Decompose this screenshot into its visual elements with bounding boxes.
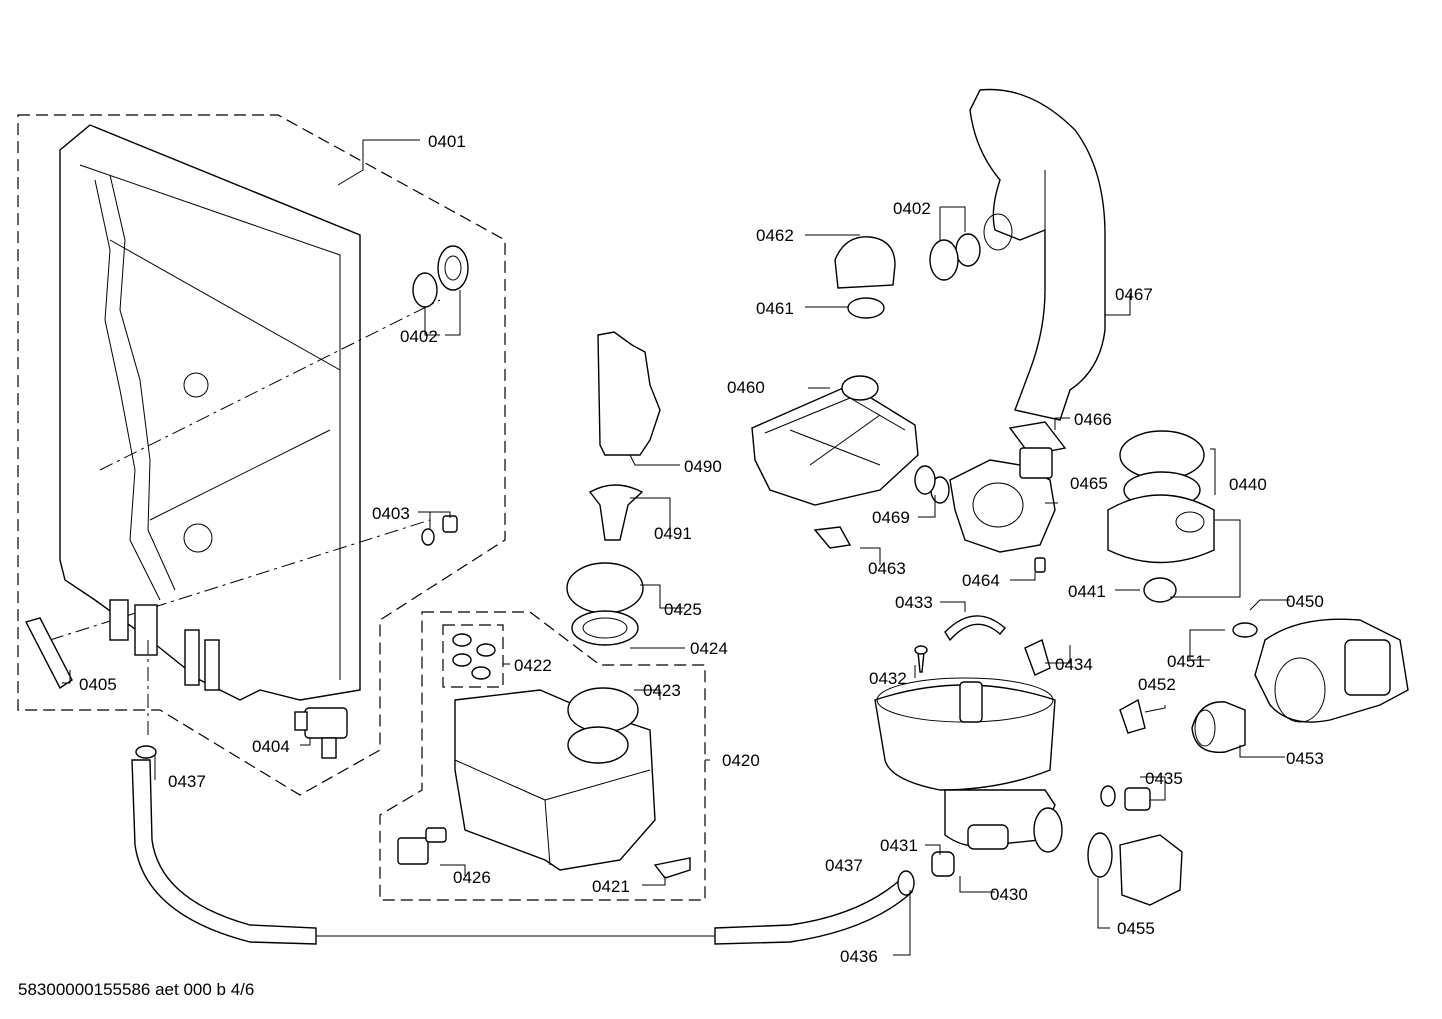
leader-lines — [62, 139, 1290, 956]
ring-nut-icon — [571, 610, 639, 646]
door-panel-group — [17, 114, 506, 945]
salt-container-icon — [751, 384, 919, 506]
label-0432: 0432 — [869, 669, 907, 688]
label-0424: 0424 — [690, 639, 728, 658]
label-0455: 0455 — [1117, 919, 1155, 938]
label-0436: 0436 — [840, 947, 878, 966]
label-0405: 0405 — [79, 675, 117, 694]
label-0451: 0451 — [1167, 652, 1205, 671]
part-number-labels: 0401 0402 0403 0404 0405 0437 0422 0423 … — [79, 132, 1324, 966]
label-0401: 0401 — [428, 132, 466, 151]
drain-hose-mid-icon — [714, 879, 914, 945]
label-0402: 0402 — [893, 199, 931, 218]
small-plug-icon — [442, 515, 458, 533]
label-0467: 0467 — [1115, 285, 1153, 304]
panel-bottom-pipes — [109, 599, 220, 691]
screw-icon — [917, 651, 925, 673]
label-0437: 0437 — [168, 772, 206, 791]
water-valve-icon — [294, 707, 348, 759]
clip-icon — [813, 526, 852, 549]
bracket-clip-icon — [24, 617, 73, 690]
label-0465: 0465 — [1070, 474, 1108, 493]
hose-clamp-icon — [897, 870, 915, 896]
label-0426: 0426 — [453, 868, 491, 887]
label-0466: 0466 — [1074, 410, 1112, 429]
center-column-parts — [566, 331, 661, 646]
drain-hose-icon — [131, 759, 317, 945]
seal-ring-icon — [412, 272, 438, 308]
sensor-plug-icon — [397, 827, 447, 865]
label-0403: 0403 — [372, 504, 410, 523]
label-0422: 0422 — [514, 656, 552, 675]
nozzle-icon — [588, 484, 644, 541]
duct-group — [834, 88, 1106, 456]
heater-top-group — [1107, 430, 1215, 603]
sump-unit-group — [379, 611, 706, 901]
o-ring-icon — [847, 297, 885, 319]
cap-icon — [834, 236, 896, 289]
label-0464: 0464 — [962, 571, 1000, 590]
valve-flap-icon — [1119, 698, 1146, 734]
door-panel-outline — [59, 124, 361, 701]
label-0425: 0425 — [664, 600, 702, 619]
label-0440: 0440 — [1229, 475, 1267, 494]
label-0431: 0431 — [880, 836, 918, 855]
small-seal-icon — [1100, 785, 1116, 807]
main-sump-group — [874, 615, 1063, 877]
label-0430: 0430 — [990, 885, 1028, 904]
label-0404: 0404 — [252, 737, 290, 756]
sump-bowl-icon — [874, 684, 1056, 791]
cover-icon — [566, 562, 644, 614]
label-0463: 0463 — [868, 559, 906, 578]
label-0423: 0423 — [643, 681, 681, 700]
label-0437: 0437 — [825, 856, 863, 875]
label-0462: 0462 — [756, 226, 794, 245]
funnel-icon — [597, 331, 661, 456]
label-0490: 0490 — [684, 457, 722, 476]
label-0402: 0402 — [400, 327, 438, 346]
label-0421: 0421 — [592, 877, 630, 896]
sensor-icon — [1124, 787, 1151, 811]
connector-pipe-icon — [1191, 701, 1246, 753]
gasket-icon — [1008, 421, 1067, 456]
heat-pump-group — [1087, 618, 1409, 906]
heater-housing-icon — [1107, 494, 1215, 564]
air-duct-icon — [969, 88, 1106, 421]
coupling-icon — [931, 851, 955, 877]
pipe-outlet-icon — [1033, 807, 1063, 853]
flap-icon — [1024, 639, 1051, 676]
document-footer-code: 58300000155586 aet 000 b 4/6 — [18, 980, 255, 999]
label-0435: 0435 — [1145, 769, 1183, 788]
container-neck-icon — [841, 375, 879, 401]
sieve-cap-icon — [437, 245, 469, 291]
arc-guide-icon — [944, 615, 1006, 642]
label-0450: 0450 — [1286, 592, 1324, 611]
label-0441: 0441 — [1068, 582, 1106, 601]
clip-icon — [653, 857, 691, 879]
seal-ring-icon — [955, 233, 981, 267]
label-0434: 0434 — [1055, 655, 1093, 674]
label-0452: 0452 — [1138, 675, 1176, 694]
spacer-icon — [1034, 557, 1046, 573]
o-ring-icon — [1087, 832, 1113, 878]
seal-top-icon — [567, 687, 639, 733]
label-0433: 0433 — [895, 593, 933, 612]
label-0491: 0491 — [654, 524, 692, 543]
hose-clamp-icon — [135, 745, 157, 759]
small-seal-icon — [421, 528, 435, 546]
sieve-cap-icon — [929, 239, 959, 281]
label-0453: 0453 — [1286, 749, 1324, 768]
label-0469: 0469 — [872, 508, 910, 527]
pump-motor-icon — [949, 459, 1056, 553]
sensor-disc-icon — [1143, 577, 1177, 603]
softener-group — [751, 375, 1056, 573]
label-0460: 0460 — [727, 378, 765, 397]
hose-clamp-icon — [1232, 622, 1258, 638]
label-0461: 0461 — [756, 299, 794, 318]
sump-group-dashed-frame — [379, 611, 706, 901]
pump-icon — [1119, 834, 1183, 906]
door-group-dashed-frame — [17, 114, 506, 796]
label-0420: 0420 — [722, 751, 760, 770]
